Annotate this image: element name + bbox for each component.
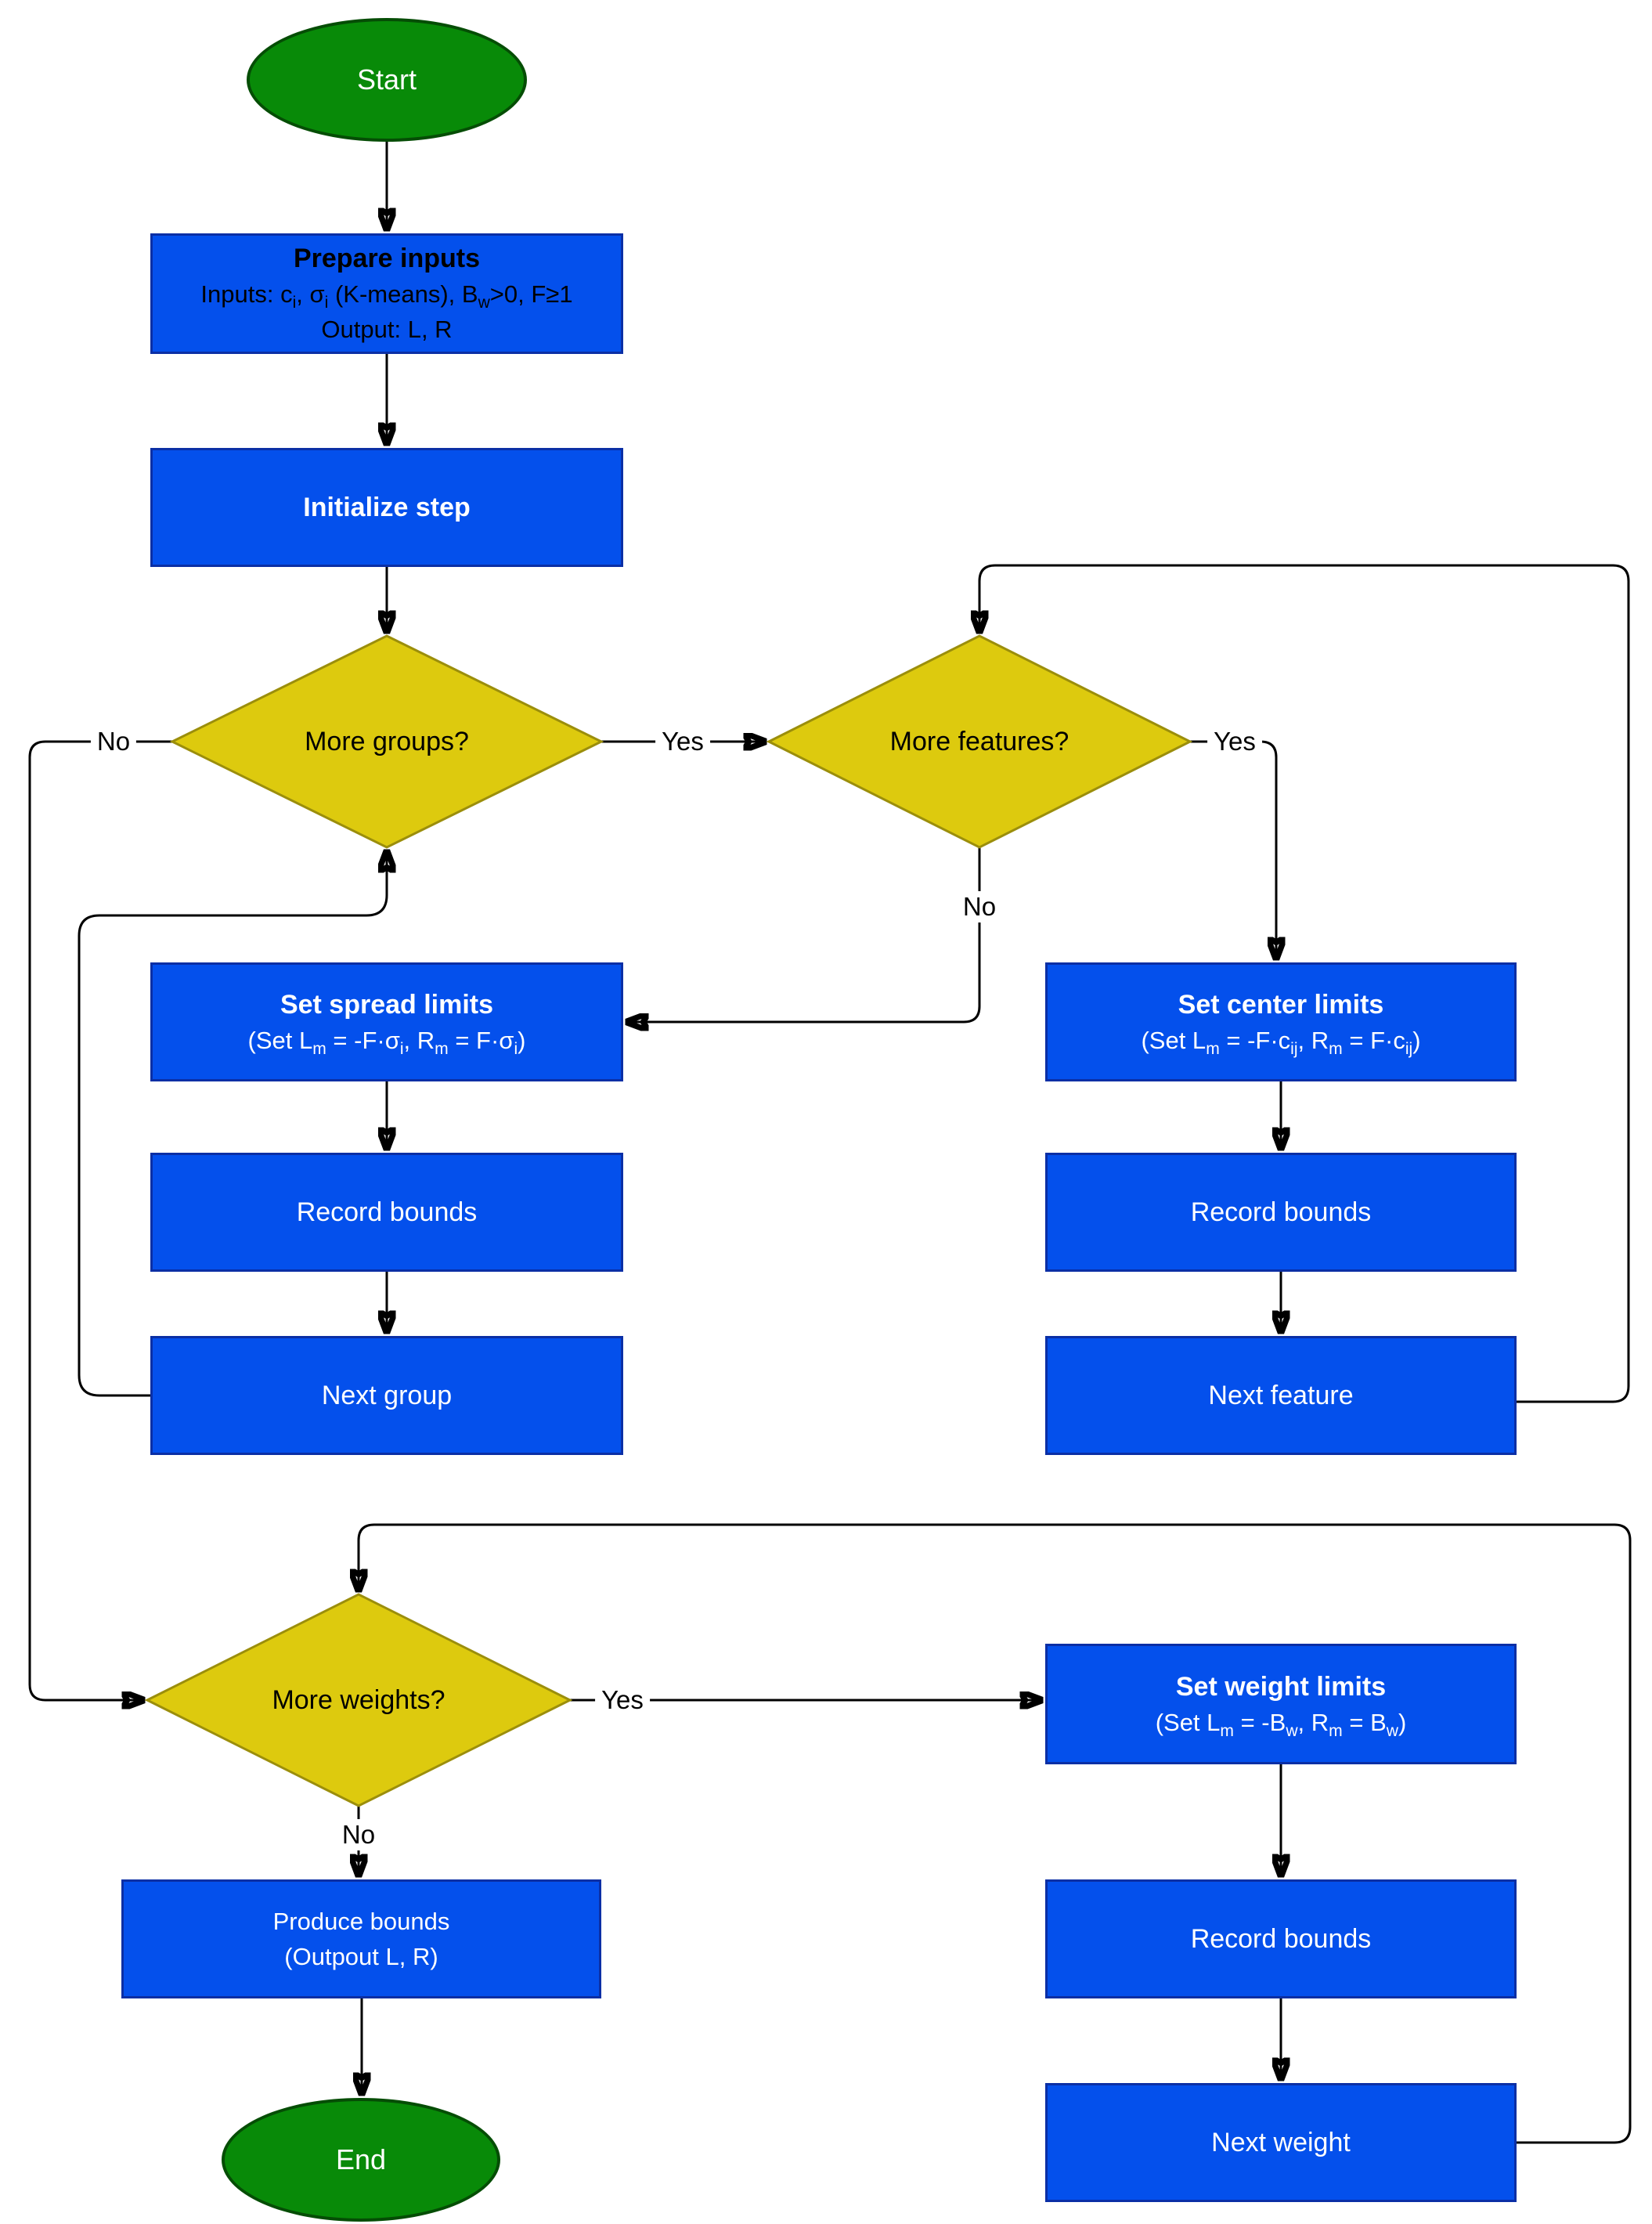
more-features-label: More features? [889, 726, 1069, 756]
produce-bounds-line1: Produce bounds [272, 1908, 450, 1935]
node-set-spread-limits: Set spread limits (Set Lm = -F·σi, Rm = … [150, 962, 623, 1081]
more-groups-shape [169, 634, 604, 849]
start-label: Start [356, 63, 417, 96]
next-feature-label: Next feature [1208, 1380, 1354, 1410]
node-record-bounds-features: Record bounds [1045, 1153, 1517, 1272]
set-center-limits-title: Set center limits [1178, 989, 1384, 1020]
edge-label-no-weights: No [335, 1819, 382, 1850]
node-end: End [222, 2098, 500, 2222]
set-spread-limits-formula: (Set Lm = -F·σi, Rm = F·σi) [247, 1026, 526, 1058]
edge-label-yes-weights: Yes [595, 1684, 650, 1716]
next-group-label: Next group [321, 1380, 453, 1410]
node-next-group: Next group [150, 1336, 623, 1455]
more-weights-label: More weights? [272, 1684, 445, 1715]
node-more-weights: More weights? [144, 1593, 573, 1807]
edge-nextweight-loop-moreweights [359, 1523, 1632, 2144]
prepare-inputs-line1: Inputs: ci, σi (K-means), Bw>0, F≥1 [200, 280, 573, 312]
prepare-inputs-line2: Output: L, R [321, 316, 453, 343]
set-center-limits-formula: (Set Lm = -F·cij, Rm = F·cij) [1141, 1026, 1421, 1058]
next-weight-label: Next weight [1211, 2127, 1351, 2157]
more-features-shape [766, 634, 1193, 849]
edge-morefeatures-yes-setcenter [1190, 740, 1276, 959]
node-start: Start [247, 18, 527, 142]
record-bounds-features-label: Record bounds [1190, 1197, 1372, 1227]
node-next-weight: Next weight [1045, 2083, 1517, 2202]
edge-label-yes-features: Yes [1207, 726, 1262, 757]
node-record-bounds-weights: Record bounds [1045, 1879, 1517, 1998]
end-label: End [335, 2143, 387, 2175]
set-spread-limits-title: Set spread limits [280, 989, 494, 1020]
edge-nextgroup-loop-moregroups [78, 851, 387, 1397]
node-record-bounds-groups: Record bounds [150, 1153, 623, 1272]
edge-morefeatures-no-setspread [627, 847, 981, 1022]
node-set-weight-limits: Set weight limits (Set Lm = -Bw, Rm = Bw… [1045, 1644, 1517, 1764]
initialize-step-label: Initialize step [303, 493, 471, 522]
record-bounds-groups-label: Record bounds [296, 1197, 478, 1227]
prepare-inputs-title: Prepare inputs [293, 244, 481, 273]
edge-label-no-features: No [956, 891, 1003, 922]
edge-nextfeature-loop-morefeatures [979, 564, 1630, 1403]
produce-bounds-line2: (Outpout L, R) [284, 1943, 438, 1970]
set-weight-limits-formula: (Set Lm = -Bw, Rm = Bw) [1155, 1708, 1407, 1740]
node-more-features: More features? [766, 634, 1193, 849]
node-set-center-limits: Set center limits (Set Lm = -F·cij, Rm =… [1045, 962, 1517, 1081]
edge-label-no-groups: No [90, 726, 137, 757]
node-prepare-inputs: Prepare inputs Inputs: ci, σi (K-means),… [150, 233, 623, 354]
more-weights-shape [144, 1593, 573, 1807]
edge-label-yes-groups: Yes [655, 726, 710, 757]
edge-moregroups-no-moreweights [28, 740, 172, 1700]
node-initialize-step: Initialize step [150, 448, 623, 567]
set-weight-limits-title: Set weight limits [1175, 1671, 1387, 1702]
node-next-feature: Next feature [1045, 1336, 1517, 1455]
node-produce-bounds: Produce bounds (Outpout L, R) [121, 1879, 601, 1998]
node-more-groups: More groups? [169, 634, 604, 849]
record-bounds-weights-label: Record bounds [1190, 1923, 1372, 1954]
more-groups-label: More groups? [305, 726, 469, 756]
